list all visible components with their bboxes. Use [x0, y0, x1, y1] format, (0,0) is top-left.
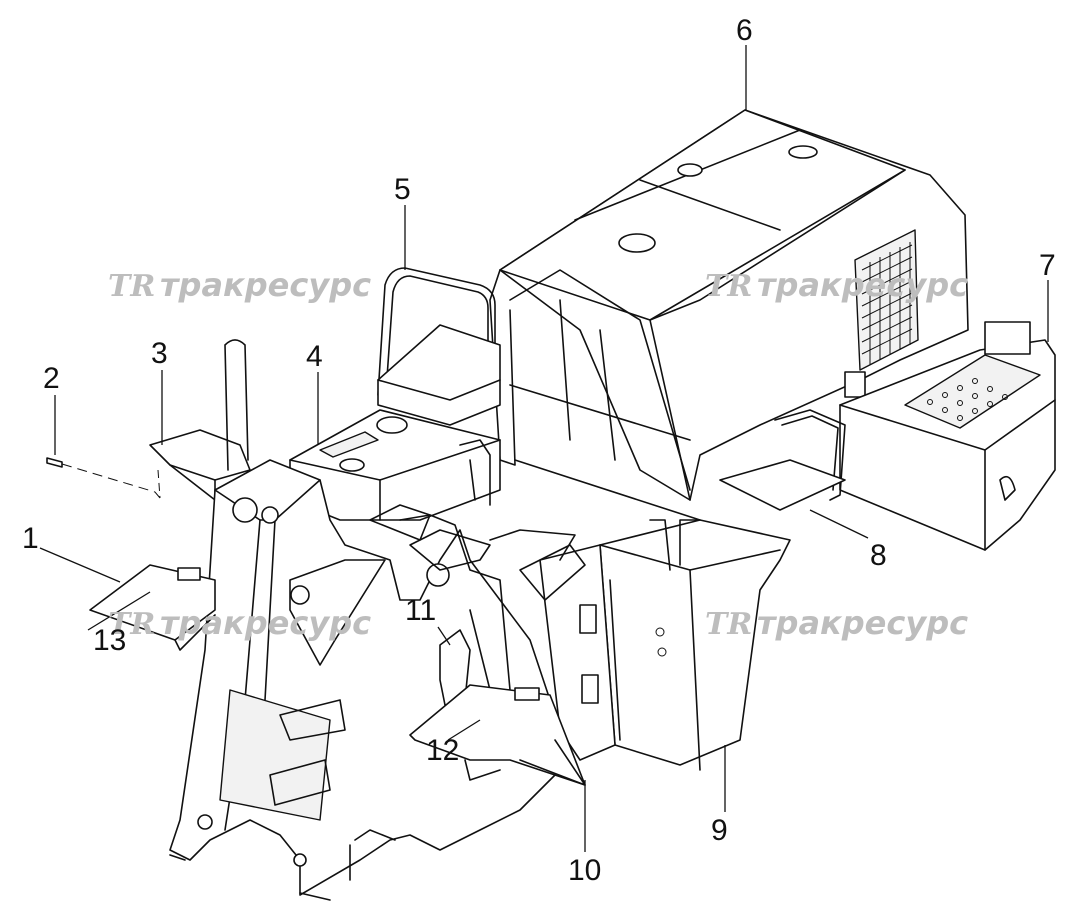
watermark-logo: TR: [108, 269, 155, 304]
watermark-right-top: TR тракресурс: [705, 266, 968, 304]
part-5-handle-frame: [377, 267, 501, 426]
callout-5: 5: [394, 173, 411, 206]
part-7-battery-box: [839, 321, 1056, 551]
callout-12: 12: [426, 734, 459, 767]
callout-13: 13: [93, 624, 126, 657]
callout-9: 9: [711, 814, 728, 847]
watermark-text: тракресурс: [160, 266, 371, 304]
callout-11: 11: [405, 594, 436, 627]
part-10-center-housing: [539, 544, 616, 761]
part-3-bracket: [149, 339, 251, 501]
part-9-fuel-tank: [599, 519, 791, 771]
part-2-bolt: [46, 457, 161, 499]
callout-8: 8: [870, 539, 887, 572]
callout-labels: 1 2 3 4 5 6 7 8 9 10 11 12 13: [22, 14, 1056, 887]
watermark-text: тракресурс: [757, 266, 968, 304]
leader-lines: [39, 45, 1049, 852]
callout-4: 4: [306, 340, 323, 373]
callout-3: 3: [151, 337, 168, 370]
part-1-13-fender: [89, 564, 216, 651]
callout-7: 7: [1039, 249, 1056, 282]
callout-10: 10: [568, 854, 601, 887]
part-8-bracket: [719, 409, 846, 511]
watermark-left-top: TR тракресурс: [108, 266, 371, 304]
front-loader-frame: [169, 459, 586, 901]
watermark-logo: TR: [108, 607, 155, 642]
watermark-text: тракресурс: [160, 604, 371, 642]
battery-terminals: [927, 378, 1008, 421]
part-6-hood: [489, 109, 969, 521]
callout-2: 2: [43, 362, 60, 395]
watermark-text: тракресурс: [757, 604, 968, 642]
watermark-right-bottom: TR тракресурс: [705, 604, 968, 642]
hood-grille: [861, 242, 913, 365]
watermark-left-bottom: TR тракресурс: [108, 604, 371, 642]
callout-1: 1: [22, 522, 39, 555]
part-12-fender: [409, 684, 586, 786]
watermark-logo: TR: [705, 269, 752, 304]
callout-6: 6: [736, 14, 753, 47]
watermark-logo: TR: [705, 607, 752, 642]
